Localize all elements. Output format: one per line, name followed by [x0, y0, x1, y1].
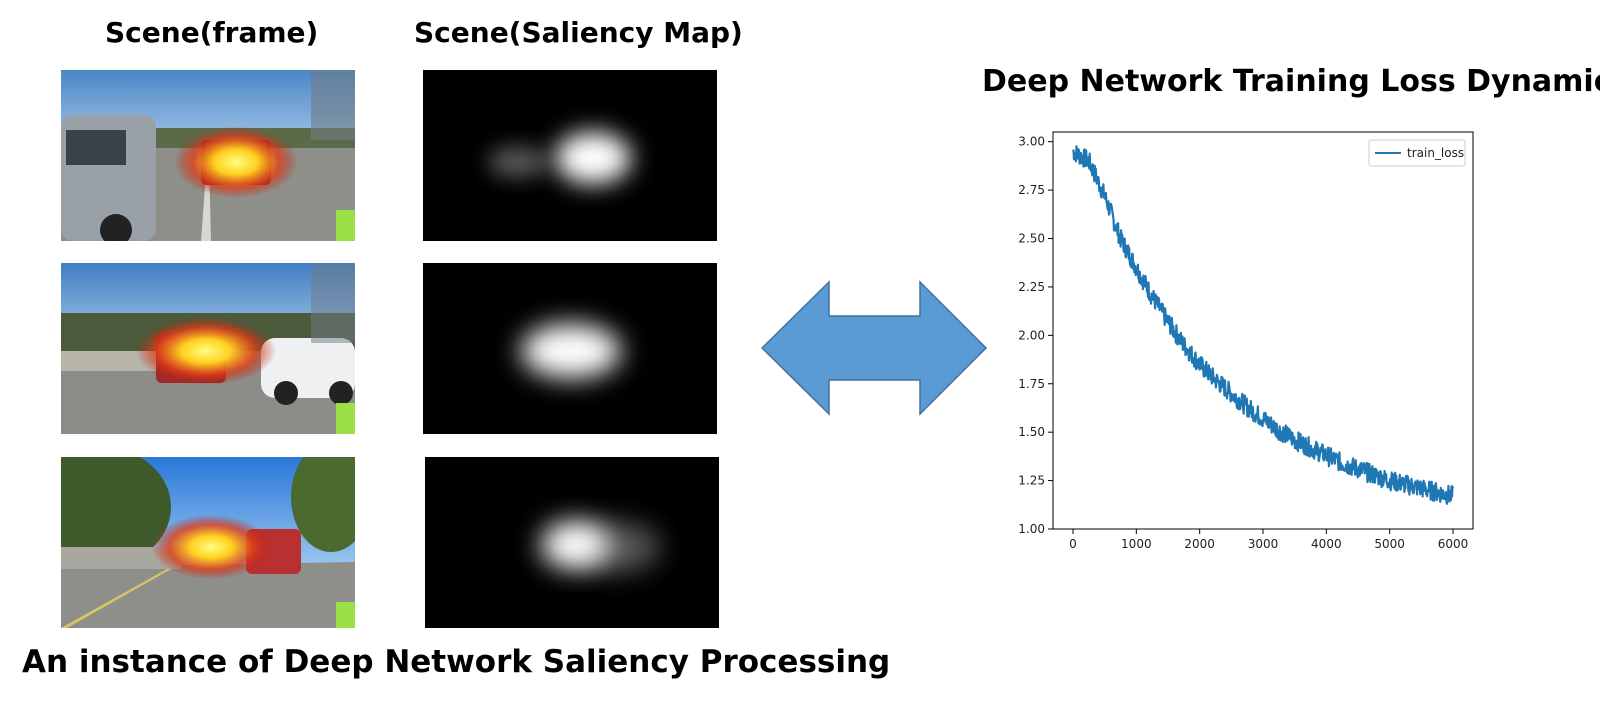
scene-frame-1 [61, 70, 355, 241]
y-tick-label: 3.00 [1018, 135, 1045, 149]
x-tick-label: 3000 [1248, 537, 1279, 551]
y-tick-label: 1.00 [1018, 522, 1045, 536]
legend-box [1368, 139, 1466, 167]
saliency-map-2 [423, 263, 717, 434]
y-tick-label: 2.75 [1018, 183, 1045, 197]
double-arrow-icon [760, 280, 988, 416]
scene-frame-3 [61, 457, 355, 628]
saliency-map-1 [423, 70, 717, 241]
scene-frame-2 [61, 263, 355, 434]
x-tick-label: 5000 [1374, 537, 1405, 551]
training-loss-chart: 0 1000 2000 3000 4000 5000 6000 1.00 1.25 1.50 1.7… [1018, 131, 1474, 551]
chart-legend: train_loss [1368, 139, 1466, 167]
legend-label: train_loss [1407, 146, 1464, 160]
y-tick-label: 1.50 [1018, 425, 1045, 439]
y-tick-label: 1.75 [1018, 377, 1045, 391]
frame-column-heading: Scene(frame) [105, 16, 319, 49]
y-tick-label: 2.00 [1018, 328, 1045, 342]
plot-frame [1052, 131, 1474, 530]
x-tick-label: 2000 [1184, 537, 1215, 551]
saliency-column-heading: Scene(Saliency Map) [414, 16, 743, 49]
y-tick-label: 2.50 [1018, 232, 1045, 246]
y-tick-label: 2.25 [1018, 280, 1045, 294]
train-loss-line [1071, 145, 1455, 505]
x-tick-label: 1000 [1121, 537, 1152, 551]
x-tick-label: 4000 [1311, 537, 1342, 551]
x-tick-label: 6000 [1438, 537, 1469, 551]
saliency-map-3 [425, 457, 719, 628]
x-tick-label: 0 [1069, 537, 1077, 551]
chart-heading: Deep Network Training Loss Dynamic [982, 64, 1600, 99]
figure-caption: An instance of Deep Network Saliency Pro… [22, 644, 891, 680]
y-tick-label: 1.25 [1018, 474, 1045, 488]
